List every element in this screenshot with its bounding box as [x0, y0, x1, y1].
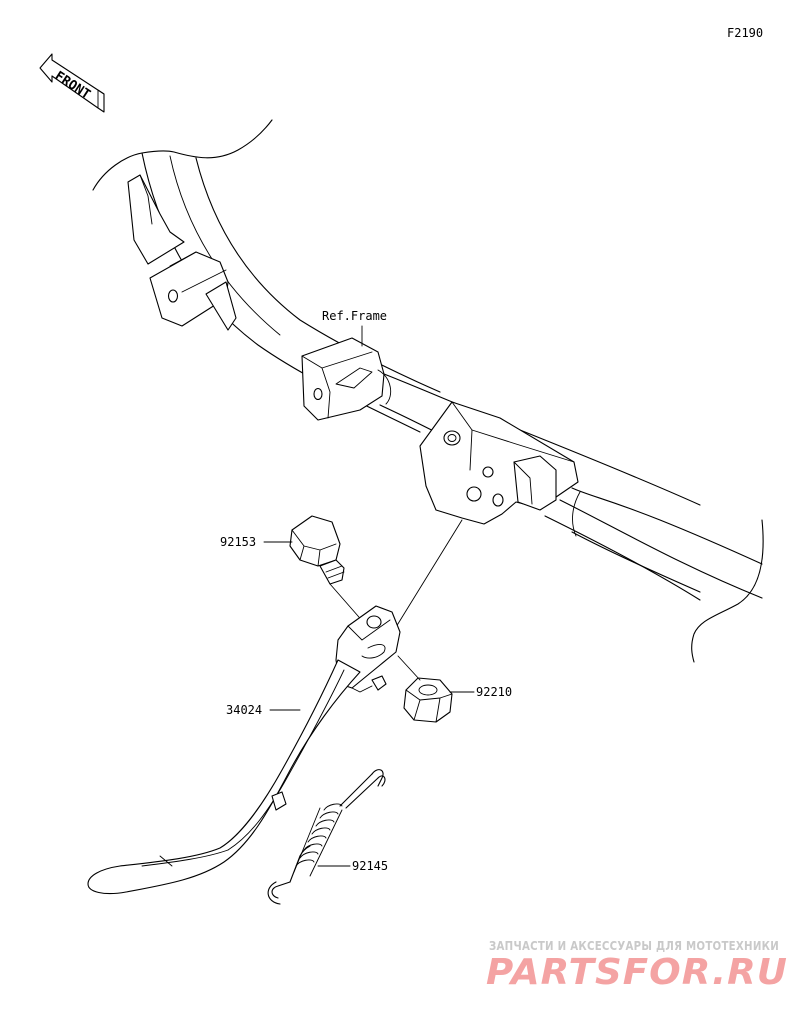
- watermark-tagline: ЗАПЧАСТИ И АКСЕССУАРЫ ДЛЯ МОТОТЕХНИКИ: [489, 938, 779, 953]
- ref-frame-label: Ref.Frame: [322, 309, 387, 323]
- front-arrow-icon: FRONT: [39, 53, 105, 113]
- figure-code: F2190: [727, 26, 763, 40]
- side-stand-icon: [87, 605, 401, 895]
- spring-icon: [267, 769, 386, 905]
- watermark: ЗАПЧАСТИ И АКСЕССУАРЫ ДЛЯ МОТОТЕХНИКИ PA…: [486, 938, 788, 993]
- part-number-34024: 34024: [226, 703, 262, 717]
- callout-92153: 92153: [220, 535, 293, 549]
- callout-92145: 92145: [317, 859, 388, 873]
- side-stand-assembly: [87, 515, 463, 905]
- part-number-92153: 92153: [220, 535, 256, 549]
- callout-34024: 34024: [226, 703, 301, 717]
- pivot-bolt-icon: [289, 515, 345, 585]
- part-number-92210: 92210: [476, 685, 512, 699]
- frame-assembly: [92, 119, 764, 663]
- nut-icon: [403, 677, 453, 723]
- ref-frame-callout: Ref.Frame: [322, 309, 387, 347]
- watermark-brand-logo: PARTSFOR.RU: [486, 952, 788, 993]
- part-number-92145: 92145: [352, 859, 388, 873]
- callout-92210: 92210: [449, 685, 512, 699]
